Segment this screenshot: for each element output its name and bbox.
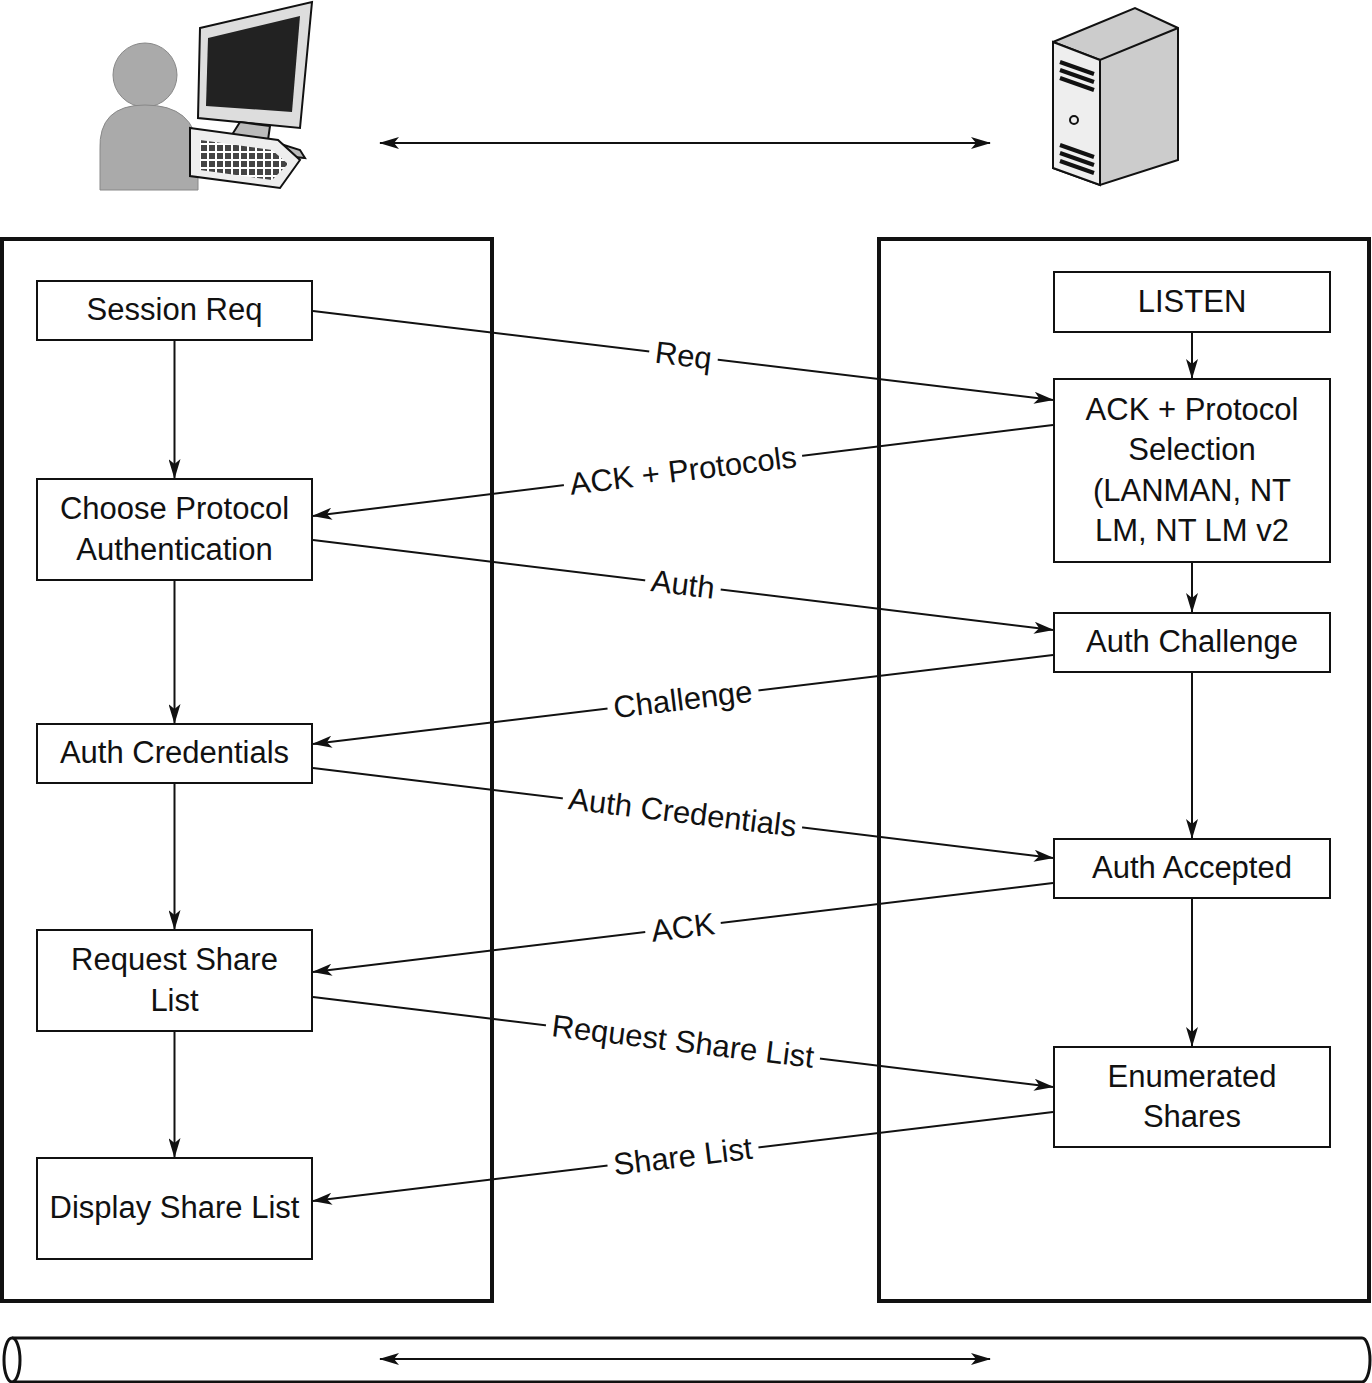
- message-arrow: [1191, 333, 1193, 378]
- message-label: Request Share List: [544, 1007, 822, 1077]
- box-label: ACK + Protocol Selection (LANMAN, NT LM,…: [1065, 390, 1319, 551]
- box-label: Display Share List: [50, 1188, 300, 1228]
- client-panel: [2, 239, 492, 1301]
- server-panel: [879, 239, 1369, 1301]
- message-label: Req: [647, 333, 720, 378]
- message-arrow: [1191, 673, 1193, 838]
- message-arrow: [313, 997, 1053, 1087]
- message-label: Auth Credentials: [561, 780, 805, 846]
- box-label: Request Share List: [48, 940, 301, 1021]
- process-box: LISTEN: [1053, 271, 1331, 333]
- box-label: Auth Accepted: [1092, 848, 1292, 888]
- message-arrow: [174, 581, 176, 723]
- message-arrow: [313, 311, 1053, 400]
- link-arrow: [380, 142, 990, 144]
- server-icon: [1053, 8, 1178, 185]
- message-label: Share List: [606, 1129, 761, 1184]
- box-label: Session Req: [87, 290, 263, 330]
- process-box: Session Req: [36, 280, 313, 341]
- message-arrow: [313, 768, 1053, 858]
- message-arrow: [1191, 563, 1193, 612]
- message-arrow: [313, 655, 1053, 744]
- process-box: Choose Protocol Authentication: [36, 478, 313, 581]
- message-arrow: [1191, 899, 1193, 1046]
- process-box: Display Share List: [36, 1157, 313, 1260]
- message-arrow: [174, 1032, 176, 1157]
- message-arrow: [313, 1112, 1053, 1201]
- message-label: ACK + Protocols: [561, 437, 804, 503]
- box-label: Choose Protocol Authentication: [48, 489, 301, 570]
- message-arrow: [174, 784, 176, 929]
- network-pipe: [4, 1338, 1370, 1382]
- user-computer-icon: [100, 2, 312, 190]
- process-box: ACK + Protocol Selection (LANMAN, NT LM,…: [1053, 378, 1331, 563]
- message-arrow: [313, 540, 1053, 630]
- box-label: Auth Challenge: [1086, 622, 1298, 662]
- process-box: Auth Credentials: [36, 723, 313, 784]
- message-arrow: [174, 341, 176, 478]
- message-label: ACK: [643, 905, 723, 951]
- box-label: Enumerated Shares: [1065, 1057, 1319, 1138]
- message-label: Challenge: [606, 672, 761, 727]
- process-box: Auth Challenge: [1053, 612, 1331, 673]
- process-box: Enumerated Shares: [1053, 1046, 1331, 1148]
- box-label: Auth Credentials: [60, 733, 289, 773]
- box-label: LISTEN: [1138, 282, 1247, 322]
- message-arrow: [313, 425, 1053, 516]
- process-box: Auth Accepted: [1053, 838, 1331, 899]
- message-arrow: [313, 883, 1053, 972]
- process-box: Request Share List: [36, 929, 313, 1032]
- message-label: Auth: [643, 562, 723, 608]
